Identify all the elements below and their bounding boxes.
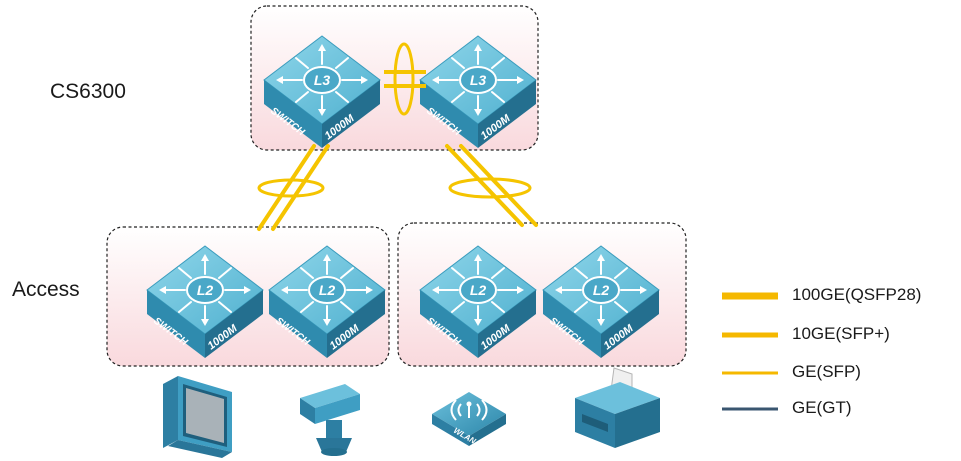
legend-label-ge-sfp: GE(SFP): [792, 362, 861, 381]
core-tier-label: CS6300: [50, 80, 126, 103]
switch-badge: L2: [319, 282, 336, 298]
switch-badge: L3: [314, 72, 331, 88]
legend-label-100ge: 100GE(QSFP28): [792, 285, 922, 304]
printer-icon: [575, 367, 660, 448]
stack-link: [384, 42, 426, 116]
switch-badge: L3: [470, 72, 487, 88]
lag-ring-left: [257, 178, 325, 198]
legend: [722, 292, 778, 411]
switch-badge: L2: [197, 282, 214, 298]
legend-label-10ge: 10GE(SFP+): [792, 324, 890, 343]
switch-badge: L2: [593, 282, 610, 298]
switch-badge: L2: [470, 282, 487, 298]
wlan-ap-icon: WLAN: [432, 392, 506, 446]
access-tier-label: Access: [12, 278, 80, 301]
pc-icon: [163, 376, 232, 458]
uplink-left: [257, 144, 330, 231]
uplink-right: [445, 144, 538, 227]
legend-label-ge-gt: GE(GT): [792, 398, 852, 417]
lag-ring-right: [448, 177, 532, 199]
camera-icon: [300, 384, 360, 456]
